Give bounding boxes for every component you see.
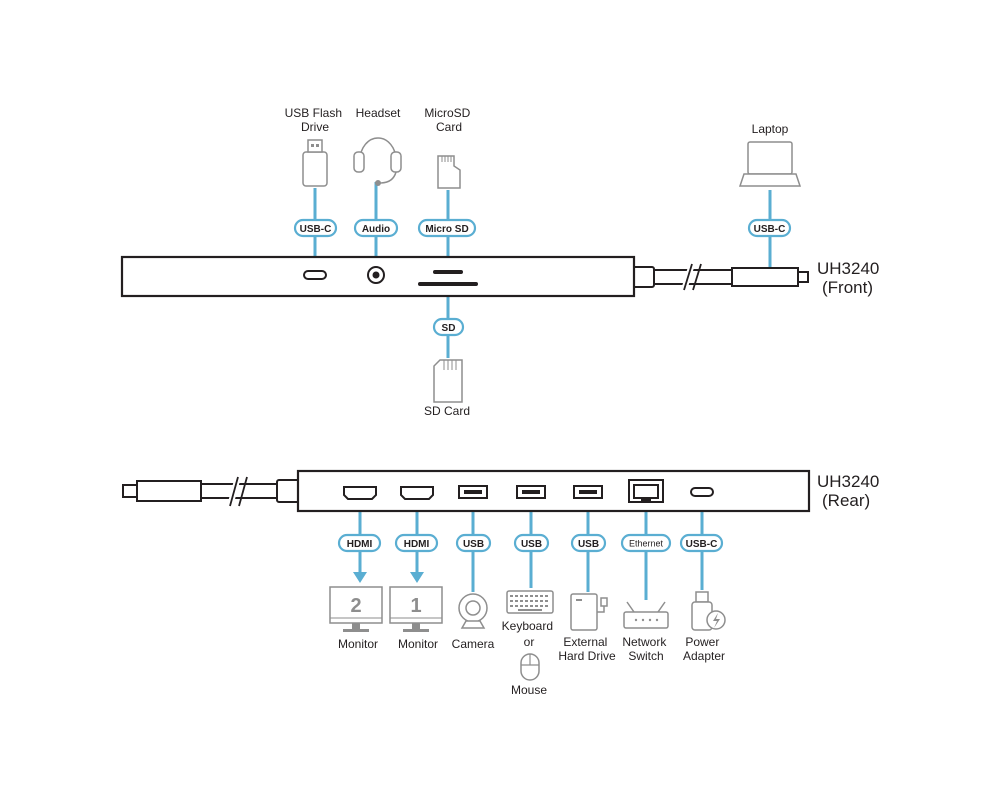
power-adapter-label-line1: Power (685, 635, 719, 649)
badge-ethernet-text: Ethernet (629, 539, 664, 549)
sd-slot (418, 282, 478, 286)
power-adapter-icon (691, 591, 726, 631)
microsd-card-label-line2: Card (436, 120, 462, 134)
badge-usb-2: USB (513, 533, 550, 553)
network-switch-label-line2: Switch (628, 649, 663, 663)
badge-usb-2-text: USB (521, 539, 542, 550)
external-hard-drive-icon (570, 593, 608, 631)
network-switch-label: Network Switch (622, 635, 669, 663)
badge-usb-c-front-text: USB-C (300, 224, 332, 235)
hard-drive-label-line1: External (563, 635, 607, 649)
badge-hdmi-2: HDMI (394, 533, 439, 553)
monitor-1-number: 1 (410, 595, 421, 617)
badge-hdmi-2-text: HDMI (404, 539, 430, 550)
front-model-label: UH3240 (817, 259, 879, 278)
mouse-label: Mouse (511, 683, 547, 697)
micro-sd-slot (433, 270, 463, 274)
badge-audio: Audio (353, 218, 399, 238)
badge-usb-c-laptop-text: USB-C (754, 224, 786, 235)
usb-flash-label: USB Flash Drive (285, 106, 346, 134)
badge-hdmi-1: HDMI (337, 533, 382, 553)
microsd-card-label-line1: MicroSD (424, 106, 470, 120)
hard-drive-label-line2: Hard Drive (558, 649, 616, 663)
laptop-icon (738, 141, 802, 187)
monitor-2-icon: 2 (329, 586, 383, 632)
badge-ethernet: Ethernet (620, 533, 672, 553)
badge-micro-sd: Micro SD (417, 218, 477, 238)
hdmi-port-2 (400, 486, 434, 500)
badge-usb-c-front: USB-C (293, 218, 338, 238)
hub-rear (296, 469, 811, 513)
keyboard-icon (506, 590, 554, 614)
laptop-label: Laptop (752, 122, 789, 136)
monitor-2-number: 2 (350, 595, 361, 617)
usb-flash-drive-icon (302, 139, 328, 187)
mouse-icon (520, 653, 540, 681)
audio-jack (367, 266, 385, 284)
usb-flash-label-line2: Drive (301, 120, 329, 134)
power-adapter-label: Power Adapter (683, 635, 725, 663)
keyboard-label-line2: or (524, 635, 535, 649)
usb-port-1 (458, 485, 488, 499)
microsd-card-icon (437, 155, 461, 189)
badge-sd: SD (432, 317, 465, 337)
badge-usb-3: USB (570, 533, 607, 553)
usb-port-3 (573, 485, 603, 499)
badge-sd-text: SD (442, 323, 456, 334)
camera-label: Camera (452, 637, 495, 651)
badge-micro-sd-text: Micro SD (425, 224, 468, 235)
keyboard-label-line1: Keyboard (502, 619, 553, 633)
camera-icon (458, 593, 488, 629)
sd-card-icon (433, 359, 463, 403)
microsd-card-label: MicroSD Card (424, 106, 473, 134)
badge-usb-3-text: USB (578, 539, 599, 550)
badge-usb-c-rear: USB-C (679, 533, 724, 553)
usb-c-port-rear (690, 487, 714, 497)
sd-card-label: SD Card (424, 404, 470, 418)
usb-port-2 (516, 485, 546, 499)
usb-c-port-front (303, 270, 327, 280)
badge-usb-1: USB (455, 533, 492, 553)
badge-usb-c-rear-text: USB-C (686, 539, 718, 550)
network-switch-icon (623, 601, 669, 629)
hard-drive-label: External Hard Drive (558, 635, 616, 663)
badge-hdmi-1-text: HDMI (347, 539, 373, 550)
keyboard-label: Keyboard or (502, 619, 557, 649)
power-adapter-label-line2: Adapter (683, 649, 725, 663)
rear-cable (122, 476, 300, 507)
badge-usb-c-laptop: USB-C (747, 218, 792, 238)
monitor-2-label: Monitor (338, 637, 378, 651)
ethernet-port (628, 479, 664, 503)
network-switch-label-line1: Network (622, 635, 667, 649)
hdmi-port-1 (343, 486, 377, 500)
usb-flash-label-line1: USB Flash (285, 106, 342, 120)
headset-icon (353, 137, 402, 186)
rear-model-label: UH3240 (817, 472, 879, 491)
badge-audio-text: Audio (362, 224, 390, 235)
monitor-1-label: Monitor (398, 637, 438, 651)
badge-usb-1-text: USB (463, 539, 484, 550)
front-cable (631, 263, 809, 291)
headset-label: Headset (356, 106, 401, 120)
front-view-label: (Front) (822, 278, 873, 297)
rear-view-label: (Rear) (822, 491, 870, 510)
monitor-1-icon: 1 (389, 586, 443, 632)
